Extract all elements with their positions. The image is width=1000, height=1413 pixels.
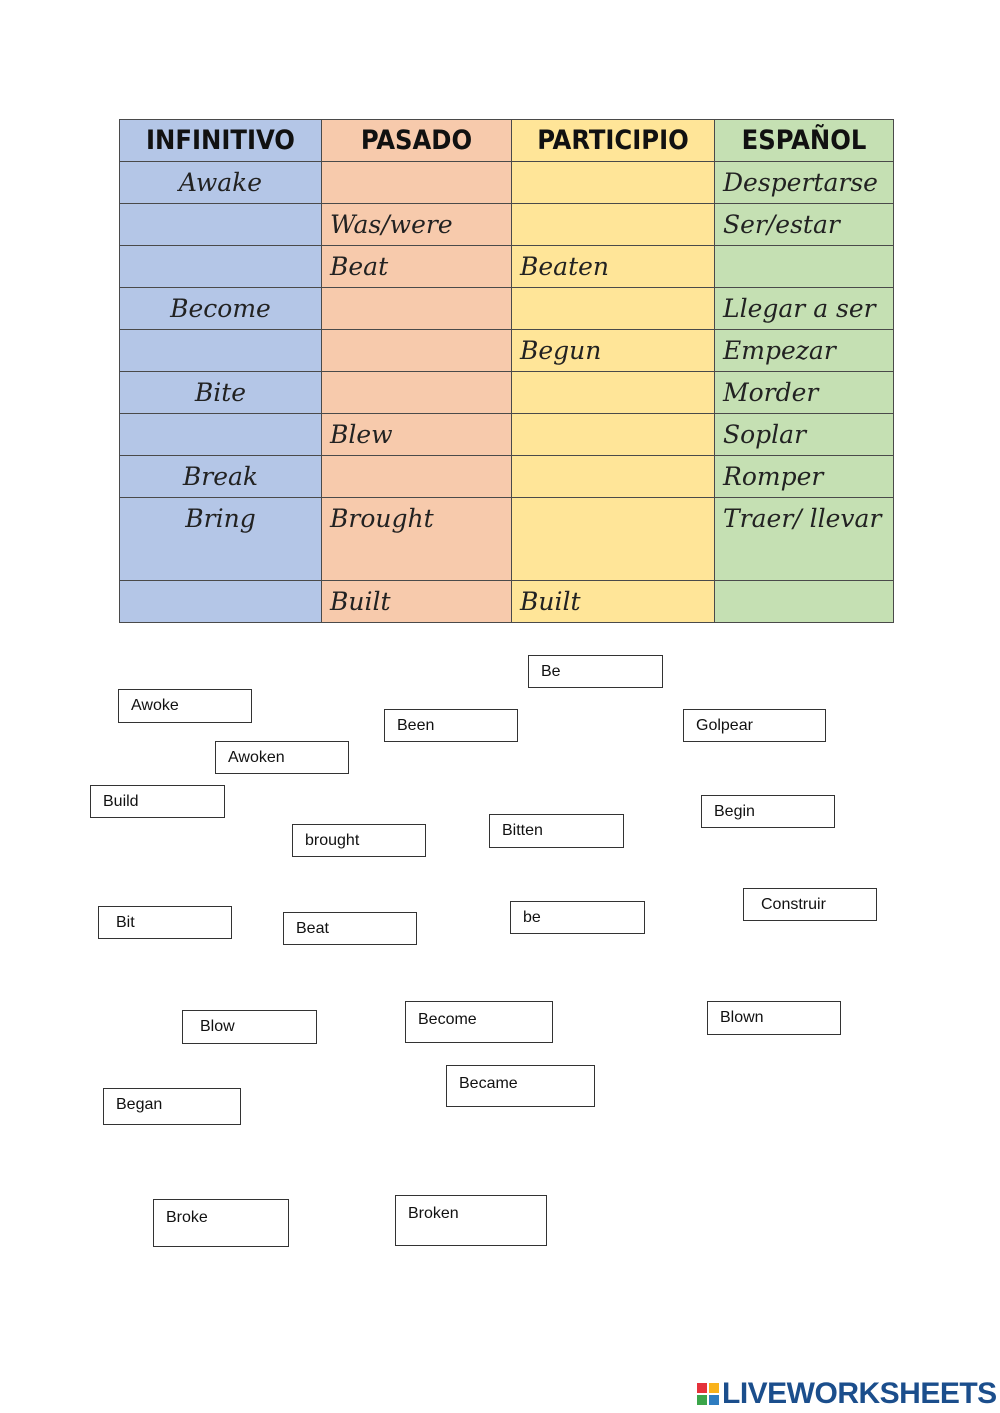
header-infinitivo: INFINITIVO bbox=[119, 119, 322, 162]
brand-icon-tile bbox=[709, 1395, 719, 1405]
cell-participio[interactable] bbox=[511, 203, 715, 246]
cell-infinitivo[interactable]: Become bbox=[119, 287, 322, 330]
cell-pasado[interactable]: Was/were bbox=[321, 203, 512, 246]
cell-participio[interactable] bbox=[511, 455, 715, 498]
cell-espanol[interactable]: Romper bbox=[714, 455, 894, 498]
cell-pasado[interactable] bbox=[321, 371, 512, 414]
word-card[interactable]: Beat bbox=[283, 912, 417, 945]
cell-infinitivo[interactable] bbox=[119, 580, 322, 623]
cell-espanol[interactable]: Soplar bbox=[714, 413, 894, 456]
brand-icon-tile bbox=[697, 1383, 707, 1393]
word-card[interactable]: Bitten bbox=[489, 814, 624, 848]
table-row: Break Romper bbox=[119, 455, 894, 498]
cell-pasado[interactable] bbox=[321, 329, 512, 372]
word-card[interactable]: Blown bbox=[707, 1001, 841, 1035]
cell-espanol[interactable] bbox=[714, 245, 894, 288]
cell-espanol[interactable]: Llegar a ser bbox=[714, 287, 894, 330]
liveworksheets-logo[interactable]: LIVEWORKSHEETS bbox=[697, 1377, 997, 1411]
cell-infinitivo[interactable] bbox=[119, 203, 322, 246]
brand-icon-tile bbox=[709, 1383, 719, 1393]
word-card[interactable]: Build bbox=[90, 785, 225, 818]
word-card[interactable]: Began bbox=[103, 1088, 241, 1125]
cell-participio[interactable] bbox=[511, 371, 715, 414]
header-participio: PARTICIPIO bbox=[511, 119, 715, 162]
cell-pasado[interactable] bbox=[321, 287, 512, 330]
table-row: Awake Despertarse bbox=[119, 161, 894, 204]
table-row: Become Llegar a ser bbox=[119, 287, 894, 330]
word-card[interactable]: brought bbox=[292, 824, 426, 857]
cell-espanol[interactable]: Ser/estar bbox=[714, 203, 894, 246]
word-card[interactable]: Blow bbox=[182, 1010, 317, 1044]
word-card[interactable]: be bbox=[510, 901, 645, 934]
word-card[interactable]: Begin bbox=[701, 795, 835, 828]
cell-participio[interactable]: Beaten bbox=[511, 245, 715, 288]
cell-participio[interactable]: Begun bbox=[511, 329, 715, 372]
cell-infinitivo[interactable] bbox=[119, 245, 322, 288]
table-row: Begun Empezar bbox=[119, 329, 894, 372]
header-pasado: PASADO bbox=[321, 119, 512, 162]
word-card[interactable]: Construir bbox=[743, 888, 877, 921]
cell-participio[interactable]: Built bbox=[511, 580, 715, 623]
word-card[interactable]: Become bbox=[405, 1001, 553, 1043]
cell-participio[interactable] bbox=[511, 413, 715, 456]
cell-infinitivo[interactable]: Awake bbox=[119, 161, 322, 204]
word-card[interactable]: Golpear bbox=[683, 709, 826, 742]
cell-pasado[interactable] bbox=[321, 455, 512, 498]
word-card[interactable]: Broke bbox=[153, 1199, 289, 1247]
liveworksheets-icon bbox=[697, 1383, 719, 1405]
cell-infinitivo[interactable] bbox=[119, 329, 322, 372]
cell-espanol[interactable]: Empezar bbox=[714, 329, 894, 372]
word-card[interactable]: Bit bbox=[98, 906, 232, 939]
word-card[interactable]: Became bbox=[446, 1065, 595, 1107]
table-row: Beat Beaten bbox=[119, 245, 894, 288]
cell-pasado[interactable]: Beat bbox=[321, 245, 512, 288]
cell-participio[interactable] bbox=[511, 161, 715, 204]
cell-infinitivo[interactable]: Break bbox=[119, 455, 322, 498]
cell-infinitivo[interactable]: Bring bbox=[119, 497, 322, 581]
cell-espanol[interactable]: Traer/ llevar bbox=[714, 497, 894, 581]
cell-participio[interactable] bbox=[511, 287, 715, 330]
cell-infinitivo[interactable]: Bite bbox=[119, 371, 322, 414]
word-card[interactable]: Awoken bbox=[215, 741, 349, 774]
word-card[interactable]: Awoke bbox=[118, 689, 252, 723]
header-espanol: ESPAÑOL bbox=[714, 119, 894, 162]
table-row: Built Built bbox=[119, 580, 894, 623]
verb-table: INFINITIVO PASADO PARTICIPIO ESPAÑOL Awa… bbox=[119, 119, 894, 623]
table-row: Was/were Ser/estar bbox=[119, 203, 894, 246]
brand-name: LIVEWORKSHEETS bbox=[722, 1377, 997, 1410]
cell-espanol[interactable]: Morder bbox=[714, 371, 894, 414]
table-row: Blew Soplar bbox=[119, 413, 894, 456]
cell-pasado[interactable] bbox=[321, 161, 512, 204]
cell-pasado[interactable]: Brought bbox=[321, 497, 512, 581]
cell-participio[interactable] bbox=[511, 497, 715, 581]
table-header-row: INFINITIVO PASADO PARTICIPIO ESPAÑOL bbox=[119, 119, 894, 162]
word-card[interactable]: Broken bbox=[395, 1195, 547, 1246]
cell-pasado[interactable]: Blew bbox=[321, 413, 512, 456]
table-row: Bite Morder bbox=[119, 371, 894, 414]
cell-pasado[interactable]: Built bbox=[321, 580, 512, 623]
cell-espanol[interactable]: Despertarse bbox=[714, 161, 894, 204]
cell-espanol[interactable] bbox=[714, 580, 894, 623]
word-card[interactable]: Been bbox=[384, 709, 518, 742]
table-row: Bring Brought Traer/ llevar bbox=[119, 497, 894, 581]
word-card[interactable]: Be bbox=[528, 655, 663, 688]
brand-icon-tile bbox=[697, 1395, 707, 1405]
cell-infinitivo[interactable] bbox=[119, 413, 322, 456]
